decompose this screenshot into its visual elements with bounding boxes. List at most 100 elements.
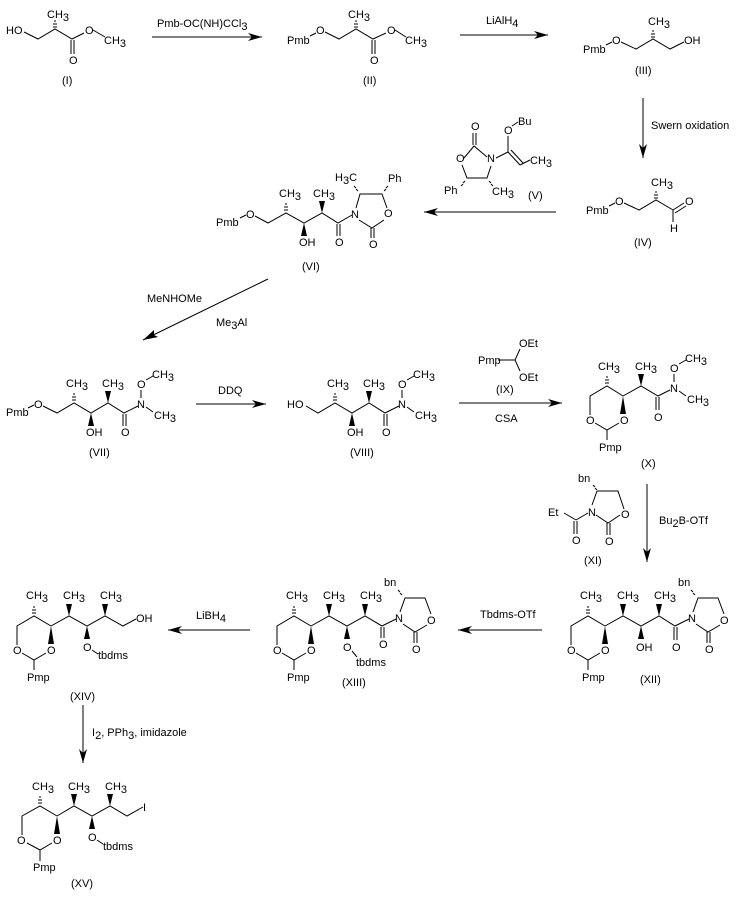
hydroxyl-wedge-bond — [349, 413, 355, 426]
hydroxyl-group: OH — [136, 613, 153, 625]
dioxane-ring — [21, 805, 58, 835]
compound-XI: bn N O O Et O (XI) — [548, 473, 630, 567]
methyl-group-2: CH3 — [68, 781, 90, 796]
hydroxyl-group: OH — [347, 427, 364, 439]
pmb-group: Pmb — [583, 44, 606, 56]
ring-carbonyl-oxygen: O — [369, 239, 378, 251]
side-chain-bonds — [604, 615, 690, 627]
phenyl-hash-bond — [383, 185, 389, 192]
ether-oxygen: O — [316, 25, 325, 37]
carbonyl-oxygen: O — [379, 639, 388, 651]
compound-V: O O N Ph CH3 O Bu CH3 (V) — [444, 116, 552, 202]
compound-label: (V) — [528, 190, 543, 202]
carbonyl-oxygen: O — [572, 535, 581, 547]
hydroxyl-group: OH — [684, 35, 701, 47]
backbone-bonds — [620, 38, 685, 50]
silyl-ether-oxygen: O — [88, 832, 97, 844]
methyl-wedge-bond-1 — [66, 604, 72, 616]
methyl-group: CH3 — [648, 16, 670, 31]
methyl-wedge-bond-2 — [102, 604, 108, 616]
methyl-group-1: CH3 — [286, 590, 308, 605]
compound-label: (VII) — [89, 447, 110, 459]
pmp-group: Pmp — [582, 672, 605, 684]
backbone-bonds — [324, 28, 387, 40]
ring-oxygen-1: O — [273, 645, 282, 657]
nitrogen: N — [137, 399, 145, 411]
compound-IV: Pmb O CH3 O H (IV) — [586, 177, 694, 249]
ether-oxygen: O — [612, 35, 621, 47]
methyl-group: CH3 — [47, 9, 69, 24]
reaction-arrow-5: MeNHOMe Me3Al — [142, 278, 269, 341]
methyl-wedge-bond-1 — [71, 794, 77, 806]
hydroxyl-group: OH — [299, 237, 316, 249]
methyl-group-2: CH3 — [102, 378, 124, 393]
compound-XIII: O O Pmp CH3 CH3 CH3 O tbdms O N O O bn (… — [273, 577, 436, 689]
methyl-group-2: CH3 — [323, 590, 345, 605]
compound-IX: Pmp OEt OEt (IX) — [478, 338, 538, 396]
reaction-arrow-10: LiBH4 — [168, 610, 250, 634]
ethoxy-group-2: OEt — [519, 372, 538, 384]
ring-oxygen-1: O — [13, 645, 22, 657]
compound-label: (VIII) — [350, 447, 374, 459]
dioxane-ring — [276, 615, 312, 645]
pmp-group: Pmp — [599, 442, 622, 454]
compound-VII: Pmb O CH3 CH3 OH O N O CH3 CH3 (VII) — [6, 369, 176, 459]
pmp-group: Pmp — [27, 672, 50, 684]
methyl-hash-bond — [292, 606, 296, 614]
compound-label: (I) — [62, 75, 72, 87]
methyl-wedge-bond — [366, 391, 372, 403]
methyl-wedge-bond-2 — [656, 604, 662, 616]
hydroxyl-wedge-bond — [638, 626, 644, 639]
dioxane-ring — [570, 615, 606, 645]
vinyl-methyl: CH3 — [530, 155, 552, 170]
reagent-label: LiAlH4 — [486, 15, 518, 30]
reagent-label-bottom: Me3Al — [216, 317, 247, 332]
iodo-group: I — [143, 802, 146, 814]
dioxane-ring — [16, 615, 52, 645]
compound-XII: O O Pmp CH3 CH3 CH3 OH O N O O bn (XII) — [567, 577, 729, 686]
ring-oxygen: O — [456, 153, 465, 165]
ring-methyl-hash-bond — [353, 185, 359, 192]
compound-XIV: O O Pmp CH3 CH3 CH3 O tbdms OH (XIV) — [13, 590, 153, 703]
n-methyl: CH3 — [154, 410, 176, 425]
compound-label: (IV) — [634, 237, 652, 249]
benzyl-group: bn — [678, 577, 690, 589]
carbonyl-oxygen: O — [654, 412, 663, 424]
methyl-group: CH3 — [348, 9, 370, 24]
tbdms-group: tbdms — [103, 841, 133, 853]
n-methyl: CH3 — [415, 410, 437, 425]
pmb-group: Pmb — [586, 205, 609, 217]
methyl-group-3: CH3 — [105, 781, 127, 796]
side-chain-bonds — [56, 805, 144, 817]
compound-label: (XIV) — [70, 691, 95, 703]
methyl-group: CH3 — [651, 177, 673, 192]
pmp-group: Pmp — [478, 355, 501, 367]
compound-VI: Pmb O CH3 CH3 OH O N O O H3C Ph (VI) — [216, 172, 401, 273]
ring-wedge-bond — [54, 816, 60, 834]
methyl-group-2: CH3 — [635, 361, 657, 376]
compound-label: (VI) — [302, 261, 320, 273]
ring-oxygen: O — [720, 615, 729, 627]
compound-III: Pmb O CH3 OH (III) — [583, 16, 701, 77]
methoxy-methyl: CH3 — [685, 353, 707, 368]
reaction-arrow-6: DDQ — [196, 385, 266, 408]
methyl-group-1: CH3 — [32, 781, 54, 796]
n-methyl: CH3 — [687, 394, 709, 409]
hydroxyl-group-terminal: HO — [287, 399, 304, 411]
pmb-group: Pmb — [216, 217, 239, 229]
tbdms-group: tbdms — [356, 657, 386, 669]
ring-methyl: CH3 — [492, 186, 514, 201]
ester-oxygen: O — [85, 25, 94, 37]
methyl-hash-bond — [333, 393, 337, 401]
reagent-label: Swern oxidation — [651, 120, 729, 132]
silyl-ether-oxygen: O — [343, 642, 352, 654]
methyl-wedge-bond-1 — [326, 604, 332, 616]
methyl-group-3: CH3 — [654, 590, 676, 605]
reagent-label: Pmb-OC(NH)CCl3 — [157, 18, 247, 33]
ring-methyl: H3C — [335, 172, 357, 187]
methoxy-methyl: CH3 — [413, 369, 435, 384]
ring-carbonyl-oxygen: O — [705, 644, 714, 656]
ring-oxygen: O — [621, 509, 630, 521]
hydroxyl-group: HO — [6, 25, 23, 37]
benzyl-group: bn — [578, 473, 590, 485]
